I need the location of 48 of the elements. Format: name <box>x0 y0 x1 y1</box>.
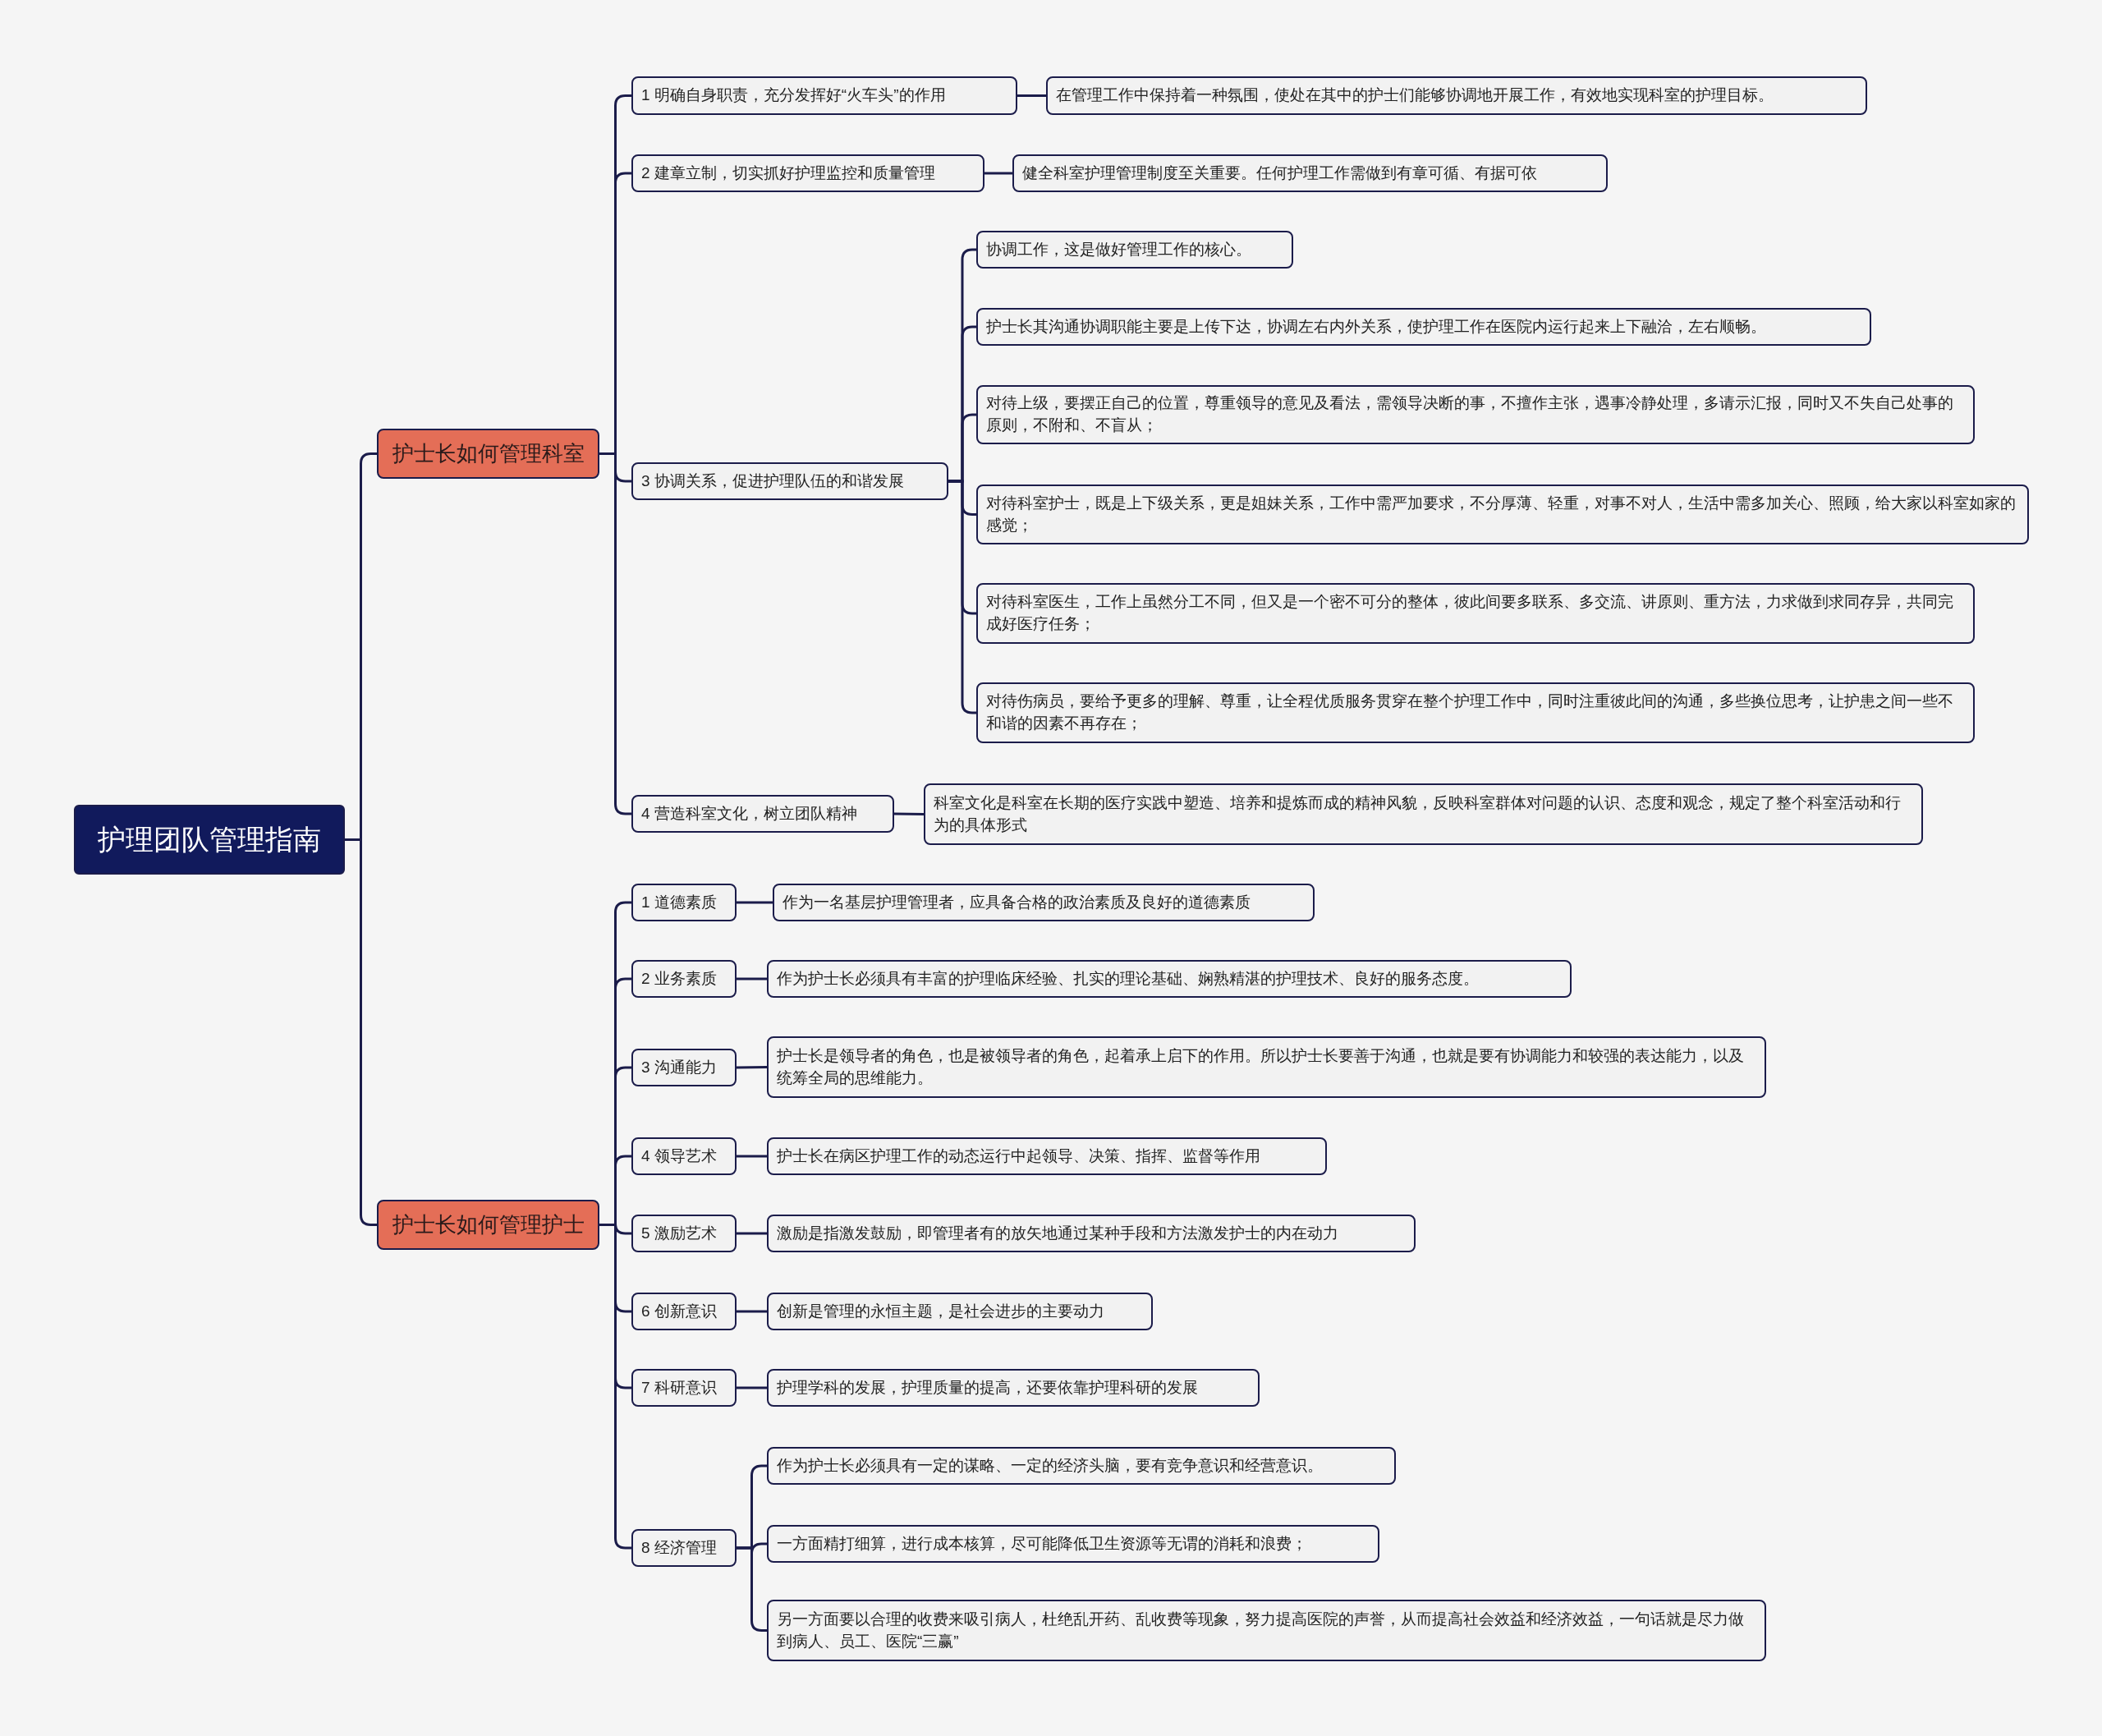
topic-box: 对待科室护士，既是上下级关系，更是姐妹关系，工作中需严加要求，不分厚薄、轻重，对事不对人，生活中需多加关心、照顾，给大家以科室如家的感觉； <box>976 485 2029 544</box>
topic-box: 对待上级，要摆正自己的位置，尊重领导的意见及看法，需领导决断的事，不擅作主张，遇事冷静处理，多请示汇报，同时又不失自己处事的原则，不附和、不盲从； <box>976 385 1975 444</box>
topic-box: 6 创新意识 <box>631 1293 737 1330</box>
topic-box: 1 道德素质 <box>631 884 737 921</box>
connector-line <box>737 901 773 904</box>
connector-line <box>893 812 925 815</box>
main-topic: 护士长如何管理科室 <box>377 429 599 479</box>
topic-box: 创新是管理的永恒主题，是社会进步的主要动力 <box>767 1293 1153 1330</box>
topic-box: 作为护士长必须具有一定的谋略、一定的经济头脑，要有竞争意识和经营意识。 <box>767 1447 1396 1485</box>
topic-box: 3 沟通能力 <box>631 1049 737 1086</box>
topic-box: 健全科室护理管理制度至关重要。任何护理工作需做到有章可循、有据可依 <box>1012 154 1608 192</box>
topic-box: 在管理工作中保持着一种氛围，使处在其中的护士们能够协调地开展工作，有效地实现科室的护理目标。 <box>1046 76 1867 115</box>
topic-box: 护士长在病区护理工作的动态运行中起领导、决策、指挥、监督等作用 <box>767 1137 1327 1175</box>
root-topic: 护理团队管理指南 <box>74 805 345 875</box>
connector-line <box>736 1066 768 1069</box>
topic-box: 护士长是领导者的角色，也是被领导者的角色，起着承上启下的作用。所以护士长要善于沟通，也就是要有协调能力和较强的表达能力，以及统筹全局的思维能力。 <box>767 1036 1766 1098</box>
connector-line <box>737 1232 767 1235</box>
topic-box: 2 建章立制，切实抓好护理监控和质量管理 <box>631 154 984 192</box>
topic-box: 护士长其沟通协调职能主要是上传下达，协调左右内外关系，使护理工作在医院内运行起来上下融洽，左右顺畅。 <box>976 308 1871 346</box>
connector-line <box>345 838 377 1226</box>
topic-box: 4 营造科室文化，树立团队精神 <box>631 795 894 833</box>
topic-box: 作为一名基层护理管理者，应具备合格的政治素质及良好的道德素质 <box>773 884 1315 921</box>
topic-box: 激励是指激发鼓励，即管理者有的放矢地通过某种手段和方法激发护士的内在动力 <box>767 1215 1416 1252</box>
connector-line <box>599 452 631 815</box>
topic-box: 1 明确自身职责，充分发挥好“火车头”的作用 <box>631 76 1017 115</box>
connector-line <box>737 1155 767 1158</box>
topic-box: 4 领导艺术 <box>631 1137 737 1175</box>
topic-box: 7 科研意识 <box>631 1369 737 1407</box>
topic-box: 作为护士长必须具有丰富的护理临床经验、扎实的理论基础、娴熟精湛的护理技术、良好的服务态度。 <box>767 960 1572 998</box>
topic-box: 一方面精打细算，进行成本核算，尽可能降低卫生资源等无谓的消耗和浪费； <box>767 1525 1379 1563</box>
topic-box: 对待科室医生，工作上虽然分工不同，但又是一个密不可分的整体，彼此间要多联系、多交流、讲原则、重方法，力求做到求同存异，共同完成好医疗任务； <box>976 583 1975 644</box>
connector-line <box>737 977 767 981</box>
connector-line <box>1017 94 1046 97</box>
connector-line <box>737 1310 767 1313</box>
topic-box: 8 经济管理 <box>631 1529 737 1567</box>
main-topic: 护士长如何管理护士 <box>377 1200 599 1250</box>
topic-box: 3 协调关系，促进护理队伍的和谐发展 <box>631 462 948 500</box>
topic-box: 科室文化是科室在长期的医疗实践中塑造、培养和提炼而成的精神风貌，反映科室群体对问题的认识、态度和观念，规定了整个科室活动和行为的具体形式 <box>924 783 1923 845</box>
topic-box: 护理学科的发展，护理质量的提高，还要依靠护理科研的发展 <box>767 1369 1260 1407</box>
topic-box: 5 激励艺术 <box>631 1215 737 1252</box>
topic-box: 另一方面要以合理的收费来吸引病人，杜绝乱开药、乱收费等现象，努力提高医院的声誉，从而提高社会效益和经济效益，一句话就是尽力做到病人、员工、医院“三赢” <box>767 1600 1766 1661</box>
topic-box: 2 业务素质 <box>631 960 737 998</box>
connector-line <box>984 172 1012 175</box>
topic-box: 协调工作，这是做好管理工作的核心。 <box>976 231 1293 269</box>
topic-box: 对待伤病员，要给予更多的理解、尊重，让全程优质服务贯穿在整个护理工作中，同时注重彼此间的沟通，多些换位思考，让护患之间一些不和谐的因素不再存在； <box>976 682 1975 743</box>
connector-line <box>737 1546 767 1632</box>
connector-line <box>737 1386 767 1389</box>
connector-line <box>599 1224 631 1550</box>
